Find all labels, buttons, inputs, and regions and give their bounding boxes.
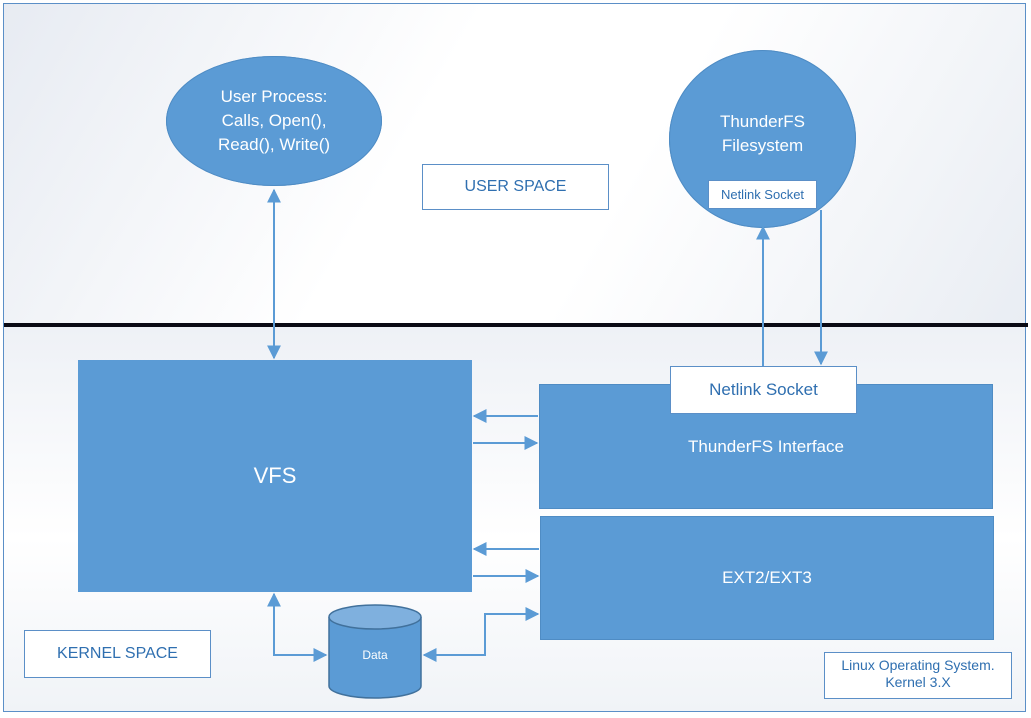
vfs-block: VFS	[78, 360, 472, 592]
user-process-line3: Read(), Write()	[217, 135, 331, 154]
os-note: Linux Operating System. Kernel 3.X	[824, 652, 1012, 699]
ext-block: EXT2/EXT3	[540, 516, 994, 640]
user-process-line1: User Process:	[220, 87, 328, 106]
kernel-space-label: KERNEL SPACE	[24, 630, 211, 678]
user-process-node: User Process: Calls, Open(), Read(), Wri…	[166, 56, 382, 186]
user-kernel-divider	[4, 323, 1028, 327]
filesystem-netlink-socket-label: Netlink Socket	[708, 180, 817, 209]
ext-text: EXT2/EXT3	[722, 568, 812, 587]
thunderfs-interface-text: ThunderFS Interface	[688, 437, 844, 456]
user-space-text: USER SPACE	[464, 178, 567, 195]
filesystem-netlink-socket-text: Netlink Socket	[720, 187, 805, 202]
data-label: Data	[362, 648, 388, 662]
arrow-vfs-data	[267, 592, 328, 662]
user-space-label: USER SPACE	[422, 164, 609, 210]
kernel-space-text: KERNEL SPACE	[57, 645, 178, 662]
user-process-line2: Calls, Open(),	[221, 111, 327, 130]
kernel-netlink-socket-text: Netlink Socket	[709, 380, 818, 399]
thunderfs-line1: ThunderFS	[719, 112, 806, 131]
kernel-netlink-socket-label: Netlink Socket	[670, 366, 857, 414]
os-note-line1: Linux Operating System.	[841, 657, 995, 673]
thunderfs-line2: Filesystem	[721, 136, 804, 155]
os-note-line2: Kernel 3.X	[885, 674, 951, 690]
arrow-data-ext	[422, 607, 540, 662]
vfs-text: VFS	[253, 463, 297, 488]
diagram-frame	[3, 3, 1026, 712]
data-cylinder	[328, 604, 422, 699]
